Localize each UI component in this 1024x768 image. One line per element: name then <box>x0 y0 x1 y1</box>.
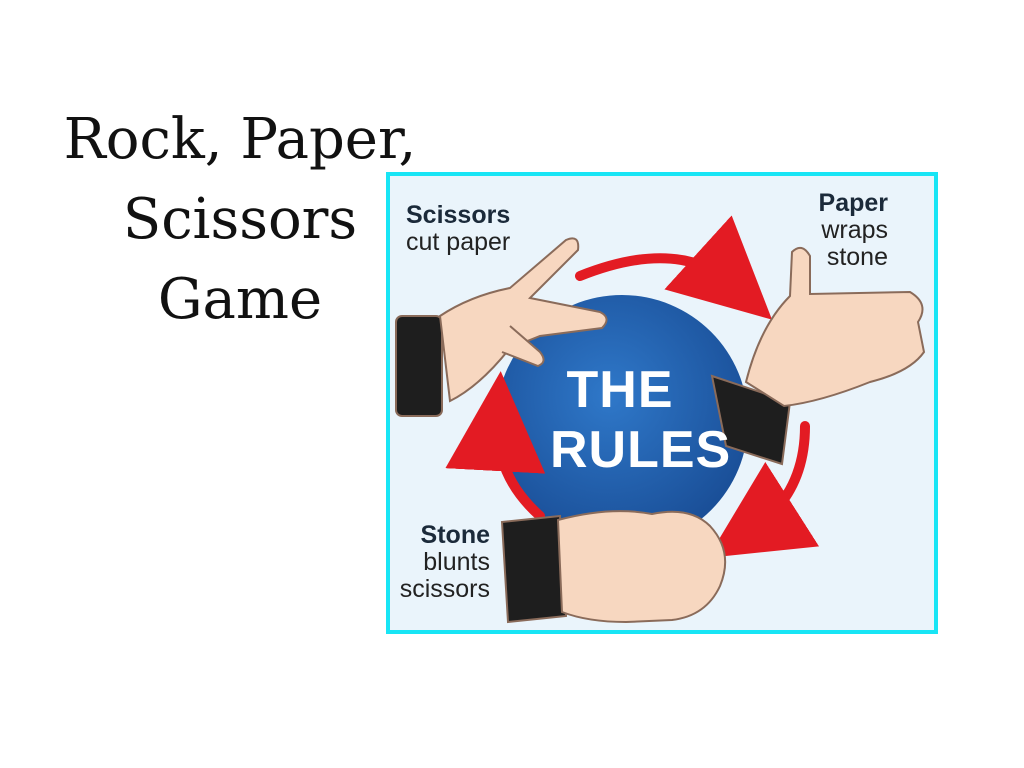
scissors-desc-1: cut paper <box>406 228 511 256</box>
rules-graphic: THE RULES Scissors cut paper Paper wraps… <box>386 172 938 634</box>
paper-desc-1: wraps <box>821 216 888 244</box>
rules-center-line-2: RULES <box>550 421 732 479</box>
paper-rule: Paper wraps stone <box>790 190 888 271</box>
rules-center-line-1: THE <box>566 361 674 419</box>
stone-rule: Stone blunts scissors <box>398 522 490 603</box>
scissors-hand-icon <box>395 237 608 417</box>
scissors-heading: Scissors <box>406 201 511 229</box>
stone-desc-2: scissors <box>399 575 490 603</box>
stone-heading: Stone <box>420 521 490 549</box>
title-line-2: Scissors <box>122 186 358 252</box>
rules-circle <box>496 295 748 547</box>
stone-fist-icon <box>500 510 727 624</box>
title-line-1: Rock, Paper, <box>63 106 417 172</box>
paper-heading: Paper <box>818 189 888 217</box>
scissors-rule: Scissors cut paper <box>406 202 510 256</box>
paper-hand-icon <box>710 246 926 466</box>
stone-desc-1: blunts <box>423 548 490 576</box>
slide-title: Rock, Paper, Scissors Game <box>30 100 450 340</box>
title-line-3: Game <box>157 266 323 332</box>
rules-center-title: THE RULES <box>550 360 732 480</box>
cycle-arrow-icon <box>445 215 820 558</box>
rules-illustration <box>395 215 926 624</box>
paper-desc-2: stone <box>826 243 888 271</box>
